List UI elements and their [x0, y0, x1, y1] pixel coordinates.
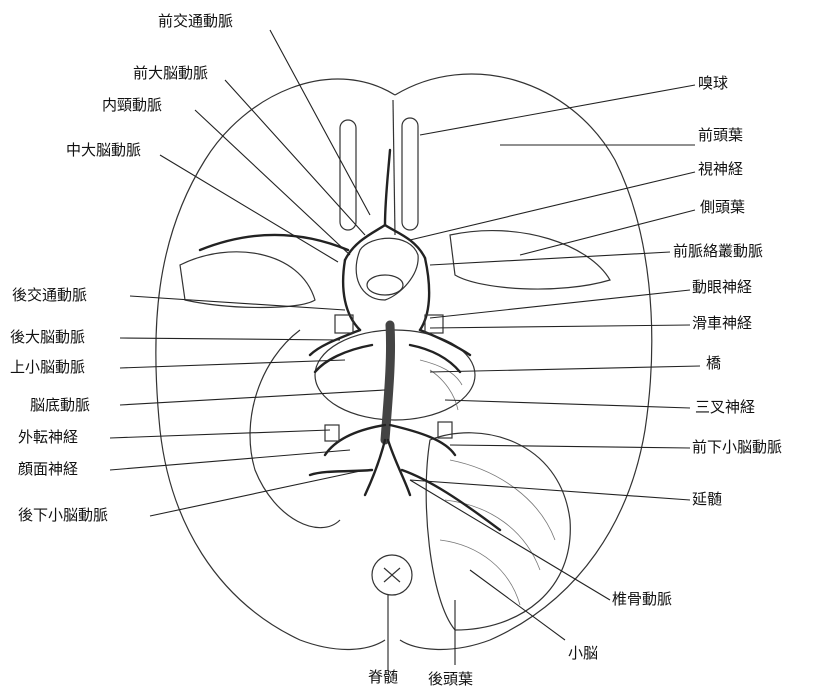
label-anterior-choroidal-artery: 前脈絡叢動脈	[673, 244, 763, 259]
label-pons: 橋	[706, 356, 721, 371]
leader-lines	[110, 30, 700, 670]
olfactory-tract-right	[402, 118, 418, 230]
abducens-nerve-stub-left	[325, 425, 339, 441]
label-posterior-cerebral-artery: 後大脳動脈	[10, 330, 85, 345]
label-basilar-artery: 脳底動脈	[30, 398, 90, 413]
cerebellum-right	[426, 433, 570, 630]
optic-chiasm	[356, 238, 418, 300]
label-superior-cerebellar-artery: 上小脳動脈	[10, 360, 85, 375]
label-medulla-oblongata: 延髄	[692, 492, 722, 507]
middle-cerebral-vessel	[200, 235, 348, 250]
label-anterior-cerebral-artery: 前大脳動脈	[133, 66, 208, 81]
label-trochlear-nerve: 滑車神経	[692, 316, 752, 331]
label-anterior-inferior-cerebellar-artery: 前下小脳動脈	[692, 440, 782, 455]
temporal-lobe-left	[180, 252, 315, 308]
label-middle-cerebral-artery: 中大脳動脈	[66, 143, 141, 158]
label-facial-nerve: 顔面神経	[18, 462, 78, 477]
label-posterior-inferior-cerebellar-artery: 後下小脳動脈	[18, 508, 108, 523]
label-spinal-cord: 脊髄	[368, 670, 398, 685]
anterior-circle-vessel	[345, 225, 425, 260]
pituitary-stalk	[367, 275, 403, 295]
vertebral-artery-left-vessel	[365, 440, 385, 495]
label-optic-nerve: 視神経	[698, 162, 743, 177]
brain-outline	[156, 74, 652, 649]
label-temporal-lobe: 側頭葉	[700, 200, 745, 215]
label-anterior-communicating-artery: 前交通動脈	[158, 14, 233, 29]
cerebral-hemisphere-left	[250, 330, 340, 528]
label-abducens-nerve: 外転神経	[18, 430, 78, 445]
label-occipital-lobe: 後頭葉	[428, 672, 473, 687]
label-posterior-communicating-artery: 後交通動脈	[12, 288, 87, 303]
basilar-artery-vessel	[385, 325, 391, 440]
label-internal-carotid-artery: 内頸動脈	[102, 98, 162, 113]
anterior-cerebral-vessel	[385, 150, 390, 225]
label-frontal-lobe: 前頭葉	[698, 128, 743, 143]
label-oculomotor-nerve: 動眼神経	[692, 280, 752, 295]
vertebral-artery-right-vessel	[388, 440, 410, 495]
label-vertebral-artery: 椎骨動脈	[612, 592, 672, 607]
label-olfactory-bulb: 嗅球	[698, 76, 728, 91]
label-trigeminal-nerve: 三叉神経	[695, 400, 755, 415]
label-cerebellum: 小脳	[568, 646, 598, 661]
